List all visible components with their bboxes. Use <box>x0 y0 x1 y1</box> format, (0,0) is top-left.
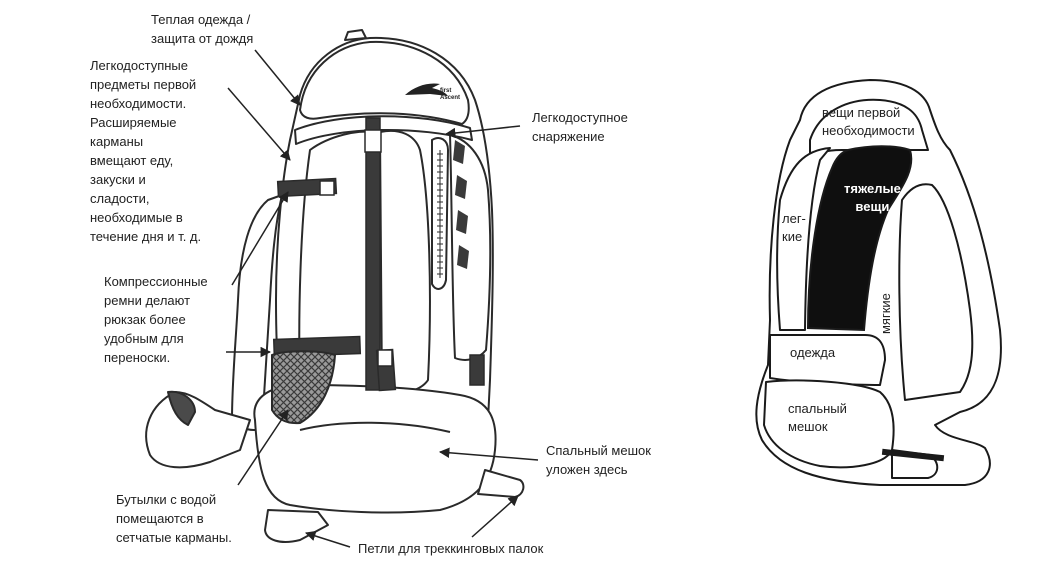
callout-accessible-gear: Легкодоступное снаряжение <box>532 110 628 144</box>
leader-accessible-gear <box>444 125 521 139</box>
vertical-strap <box>365 117 381 391</box>
zone-soft: мягкие <box>878 293 893 334</box>
zone-heavy: тяжелые вещи <box>844 181 901 214</box>
leader-accessible-items <box>227 87 291 161</box>
zone-light: лег- кие <box>782 211 806 244</box>
zone-first-aid: вещи первой необходимости <box>822 105 915 138</box>
leader-warm-clothes <box>254 49 301 106</box>
zone-clothes: одежда <box>790 345 836 360</box>
callout-trekking-loops: Петли для треккинговых палок <box>358 541 544 556</box>
callout-accessible-items: Легкодоступные предметы первой необходим… <box>90 58 202 244</box>
top-lid <box>299 40 470 125</box>
callout-sleeping-bag: Спальный мешок уложен здесь <box>546 443 651 477</box>
callout-compression: Компрессионные ремни делают рюкзак более… <box>104 274 208 365</box>
zone-sleeping-bag: спальный мешок <box>788 401 847 434</box>
leader-trekking-loops <box>304 530 351 548</box>
leader-trekking-loops-2 <box>471 495 519 538</box>
brand-logo: first Ascent <box>405 83 460 101</box>
heavy-items-zone <box>806 145 913 332</box>
svg-text:first: first <box>440 88 451 94</box>
svg-text:Ascent: Ascent <box>440 95 460 101</box>
leader-sleeping-bag <box>438 447 539 461</box>
pack-bottom-strap <box>881 448 945 462</box>
callout-water-bottles: Бутылки с водой помещаются в сетчатые ка… <box>116 492 232 545</box>
leader-water-bottles <box>237 409 289 486</box>
callout-warm-clothes: Теплая одежда / защита от дождя <box>151 12 254 46</box>
hip-belt <box>145 391 251 469</box>
leader-compression <box>231 191 289 286</box>
